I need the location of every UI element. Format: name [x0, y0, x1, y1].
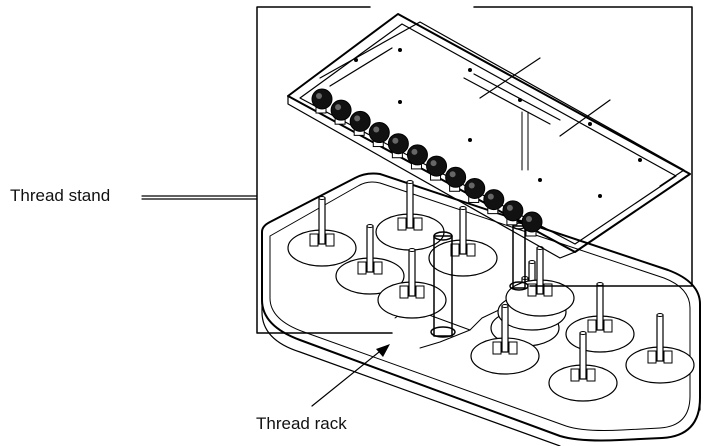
- spool-pegs: [287, 180, 695, 402]
- screw-hole: [354, 58, 358, 62]
- callout-thread-rack: [311, 344, 390, 407]
- tension-knob: [311, 88, 333, 114]
- tension-knob: [521, 211, 543, 237]
- thread-stand-frame: [287, 13, 691, 259]
- tension-knobs: [311, 88, 543, 237]
- spool-peg: [335, 224, 405, 295]
- spool-peg: [470, 304, 540, 375]
- screw-hole: [398, 100, 402, 104]
- tension-knob: [330, 99, 352, 125]
- tension-knob: [368, 122, 390, 148]
- screw-hole: [518, 98, 522, 102]
- screw-hole: [588, 122, 592, 126]
- tension-knob: [387, 133, 409, 159]
- screw-hole: [598, 194, 602, 198]
- spool-peg: [565, 282, 635, 353]
- tension-knob: [502, 200, 524, 226]
- spool-peg: [548, 331, 618, 402]
- screw-hole: [638, 158, 642, 162]
- spool-peg: [377, 248, 447, 319]
- callout-thread-stand: [141, 6, 693, 334]
- screw-hole: [398, 48, 402, 52]
- thread-rack: [261, 172, 701, 446]
- thread-stand-label: Thread stand: [10, 186, 111, 205]
- spool-peg: [625, 313, 695, 384]
- tension-knob: [445, 166, 467, 192]
- screw-hole: [538, 178, 542, 182]
- thread-rack-label: Thread rack: [256, 414, 347, 433]
- spool-peg: [428, 206, 498, 277]
- tension-knob: [349, 110, 371, 136]
- tension-knob: [406, 144, 428, 170]
- tension-knob: [483, 189, 505, 215]
- spool-peg: [287, 196, 357, 267]
- tension-knob: [464, 177, 486, 203]
- tension-knob: [426, 155, 448, 181]
- screw-hole: [468, 138, 472, 142]
- screw-hole: [468, 68, 472, 72]
